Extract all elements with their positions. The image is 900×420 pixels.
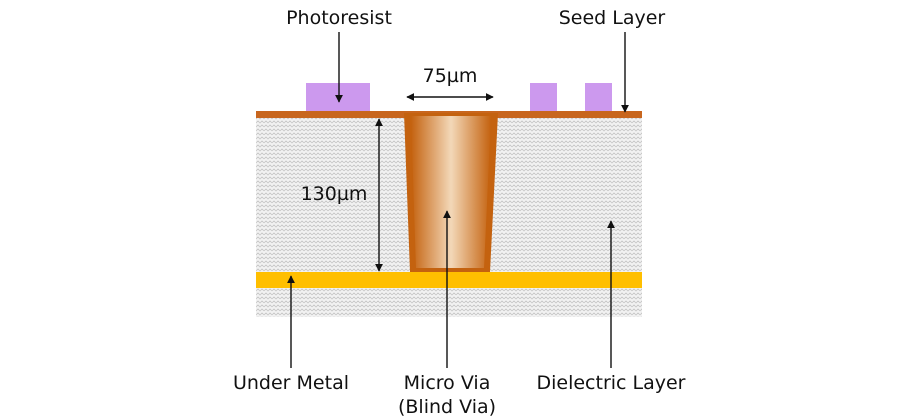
photoresist-block	[306, 83, 370, 111]
photoresist-label: Photoresist	[286, 7, 392, 29]
under-metal-layer	[256, 272, 642, 288]
seed-layer-label: Seed Layer	[559, 7, 666, 29]
dielectric-layer-label: Dielectric Layer	[536, 372, 685, 394]
micro-via-label: Micro Via	[404, 372, 491, 394]
micro-via-fill	[411, 116, 491, 268]
photoresist-block	[530, 83, 557, 111]
blind-via-label: (Blind Via)	[398, 396, 496, 418]
via-depth-label: 130µm	[301, 183, 368, 205]
photoresist-block	[585, 83, 612, 111]
under-metal-label: Under Metal	[233, 372, 349, 394]
via-width-label: 75µm	[423, 65, 478, 87]
